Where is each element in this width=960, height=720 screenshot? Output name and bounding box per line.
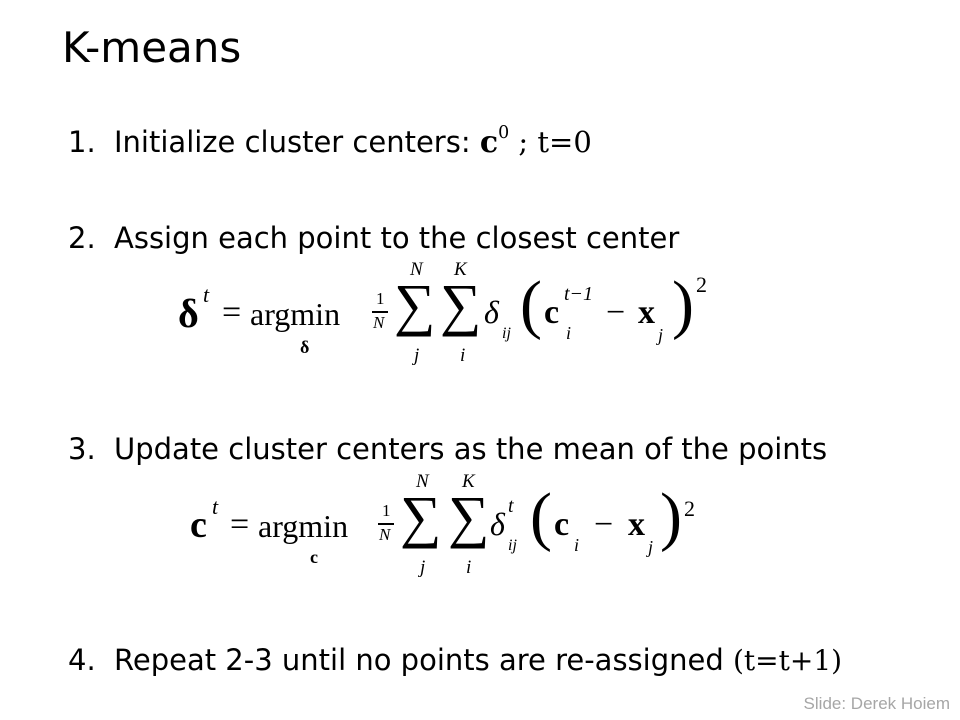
formula-argmin: argmin bbox=[258, 508, 349, 544]
step-number: 1. bbox=[68, 124, 96, 159]
formula-frac-num: 1 bbox=[376, 289, 385, 308]
formula-center-c: c bbox=[554, 506, 570, 543]
formula-delta-sub: ij bbox=[502, 325, 511, 342]
slide-credit: Slide: Derek Hoiem bbox=[803, 694, 950, 713]
formula-center-sub: i bbox=[574, 535, 580, 555]
formula-delta-sub: ij bbox=[508, 537, 517, 554]
formula-frac-num: 1 bbox=[382, 501, 391, 520]
formula-minus: − bbox=[606, 294, 626, 331]
step-text: Assign each point to the closest center bbox=[114, 221, 680, 255]
math-time-increment: (t=t+1) bbox=[732, 644, 843, 677]
formula-lhs-sup: t bbox=[203, 282, 210, 307]
update-formula: c t = argmin c 1 N N ∑ j K ∑ i δ t ij ( … bbox=[190, 468, 695, 588]
formula-point-x: x bbox=[628, 506, 645, 543]
formula-frac-bar bbox=[372, 311, 388, 313]
formula-frac-bar bbox=[378, 523, 394, 525]
step-2: 2. Assign each point to the closest cente… bbox=[68, 218, 679, 258]
slide-title: K-means bbox=[62, 23, 242, 72]
formula-point-x: x bbox=[638, 294, 655, 331]
step-text: Update cluster centers as the mean of th… bbox=[114, 432, 828, 466]
sum1-sigma: ∑ bbox=[400, 484, 442, 549]
step-number: 2. bbox=[68, 221, 96, 255]
step-text: Initialize cluster centers: bbox=[114, 124, 471, 159]
formula-point-sub: j bbox=[658, 325, 664, 345]
formula-lhs-delta: δ bbox=[178, 291, 199, 336]
formula-left-paren: ( bbox=[530, 480, 552, 553]
step-3: 3. Update cluster centers as the mean of … bbox=[68, 429, 827, 469]
formula-lhs-sup: t bbox=[212, 494, 219, 519]
formula-lhs-c: c bbox=[190, 504, 207, 546]
math-time-init: ; t=0 bbox=[509, 124, 592, 159]
formula-delta: δ bbox=[490, 506, 505, 542]
sum2-sigma: ∑ bbox=[448, 484, 490, 549]
formula-center-c: c bbox=[544, 294, 560, 331]
sum1-bottom: j bbox=[420, 557, 426, 578]
math-center-symbol: c bbox=[479, 124, 499, 160]
formula-center-sub: i bbox=[566, 323, 572, 343]
sum2-top: K bbox=[454, 259, 467, 280]
sum2-bottom: i bbox=[466, 557, 472, 578]
step-number: 3. bbox=[68, 432, 96, 466]
formula-argmin-sub: δ bbox=[300, 337, 310, 357]
formula-power: 2 bbox=[696, 272, 707, 297]
sum2-bottom: i bbox=[460, 345, 466, 366]
step-text: Repeat 2-3 until no points are re-assign… bbox=[114, 643, 724, 677]
math-center-superscript: 0 bbox=[498, 123, 510, 143]
sum2-sigma: ∑ bbox=[440, 272, 482, 337]
sum1-bottom: j bbox=[414, 345, 420, 366]
sum1-top: N bbox=[410, 259, 423, 280]
step-number: 4. bbox=[68, 643, 96, 677]
formula-delta-sup: t bbox=[508, 495, 514, 517]
formula-equals: = bbox=[222, 294, 242, 331]
formula-argmin-sub: c bbox=[310, 547, 318, 567]
formula-point-sub: j bbox=[648, 537, 654, 557]
formula-equals: = bbox=[230, 506, 250, 543]
assignment-formula: δ t = argmin δ 1 N N ∑ j K ∑ i δ ij ( c … bbox=[178, 256, 718, 376]
step-4: 4. Repeat 2-3 until no points are re-assi… bbox=[68, 640, 842, 681]
formula-left-paren: ( bbox=[520, 268, 542, 341]
sum1-sigma: ∑ bbox=[394, 272, 436, 337]
formula-right-paren: ) bbox=[660, 480, 682, 553]
formula-argmin: argmin bbox=[250, 296, 341, 332]
sum2-top: K bbox=[462, 471, 475, 492]
formula-center-sup: t−1 bbox=[564, 283, 594, 305]
formula-frac-den: N bbox=[379, 525, 391, 544]
step-1: 1. Initialize cluster centers: c0 ; t=0 bbox=[68, 113, 592, 163]
formula-minus: − bbox=[594, 506, 614, 543]
formula-power: 2 bbox=[684, 496, 695, 521]
formula-right-paren: ) bbox=[672, 268, 694, 341]
formula-frac-den: N bbox=[373, 313, 385, 332]
formula-delta: δ bbox=[484, 294, 499, 330]
sum1-top: N bbox=[416, 471, 429, 492]
